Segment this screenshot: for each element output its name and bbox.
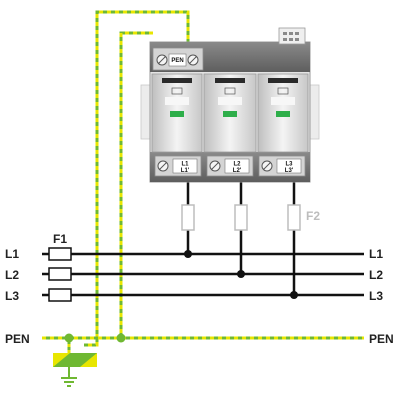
- screw-icon: [187, 54, 199, 66]
- surge-protection-device: PEN: [140, 27, 320, 183]
- status-window: [223, 111, 237, 117]
- bottom-terminal-l3: L3 L3': [258, 155, 306, 177]
- fuses-f1: [48, 247, 72, 302]
- phase-label-left-l2: L2: [5, 268, 19, 282]
- terminal-top-label: L2: [233, 162, 241, 168]
- bottom-terminal-l1: L1 L1': [154, 155, 202, 177]
- brand-logo: [215, 78, 245, 83]
- pen-lead-inner: [119, 31, 153, 338]
- fuse-f1-l2: [48, 267, 72, 281]
- terminal-bottom-label: L1': [181, 168, 190, 174]
- fuse-f2-l1: [181, 204, 195, 231]
- junction-l3: [290, 291, 298, 299]
- pen-lead-inner-dash: [119, 31, 153, 338]
- terminal-bottom-label: L3': [285, 168, 294, 174]
- phase-label-right-l1: L1: [369, 247, 383, 261]
- terminal-top-label: L1: [181, 162, 189, 168]
- earthing: [53, 353, 97, 387]
- plug-module-2: [203, 73, 257, 153]
- junction-l1: [184, 250, 192, 258]
- phase-conductors: [42, 176, 364, 297]
- junction-l2: [237, 270, 245, 278]
- ground-symbol-icon: [61, 367, 77, 387]
- screw-icon: [209, 160, 221, 172]
- plug-module-3: [257, 73, 309, 153]
- pen-junction-1: [64, 333, 74, 343]
- status-window: [276, 111, 290, 117]
- fuse-f2-l3: [287, 204, 301, 231]
- screw-icon: [157, 160, 169, 172]
- fuse-f2-label: F2: [306, 209, 320, 223]
- phase-label-left-l1: L1: [5, 247, 19, 261]
- pen-terminal-label: PEN: [171, 58, 183, 64]
- pen-label-left: PEN: [5, 332, 30, 346]
- screw-icon: [156, 54, 168, 66]
- earthing-block: [53, 353, 97, 367]
- screw-icon: [261, 160, 273, 172]
- terminal-bottom-label: L2': [233, 168, 242, 174]
- fuse-f1-label: F1: [53, 232, 67, 246]
- terminal-top-label: L3: [285, 162, 293, 168]
- fuse-f1-l1: [48, 247, 72, 261]
- phase-label-right-l2: L2: [369, 268, 383, 282]
- plug-module-1: [151, 73, 203, 153]
- remote-contact: [278, 27, 306, 45]
- phase-label-right-l3: L3: [369, 289, 383, 303]
- fuses-f2: [181, 204, 301, 231]
- pen-junction-2: [116, 333, 126, 343]
- pen-label-plate: [168, 53, 187, 67]
- fuse-f1-l3: [48, 288, 72, 302]
- brand-logo: [162, 78, 192, 83]
- contact-pins: [283, 32, 299, 41]
- bottom-terminal-l2: L2 L2': [206, 155, 254, 177]
- pen-label-right: PEN: [369, 332, 394, 346]
- phase-label-left-l3: L3: [5, 289, 19, 303]
- fuse-f2-l2: [234, 204, 248, 231]
- brand-logo: [268, 78, 298, 83]
- status-window: [170, 111, 184, 117]
